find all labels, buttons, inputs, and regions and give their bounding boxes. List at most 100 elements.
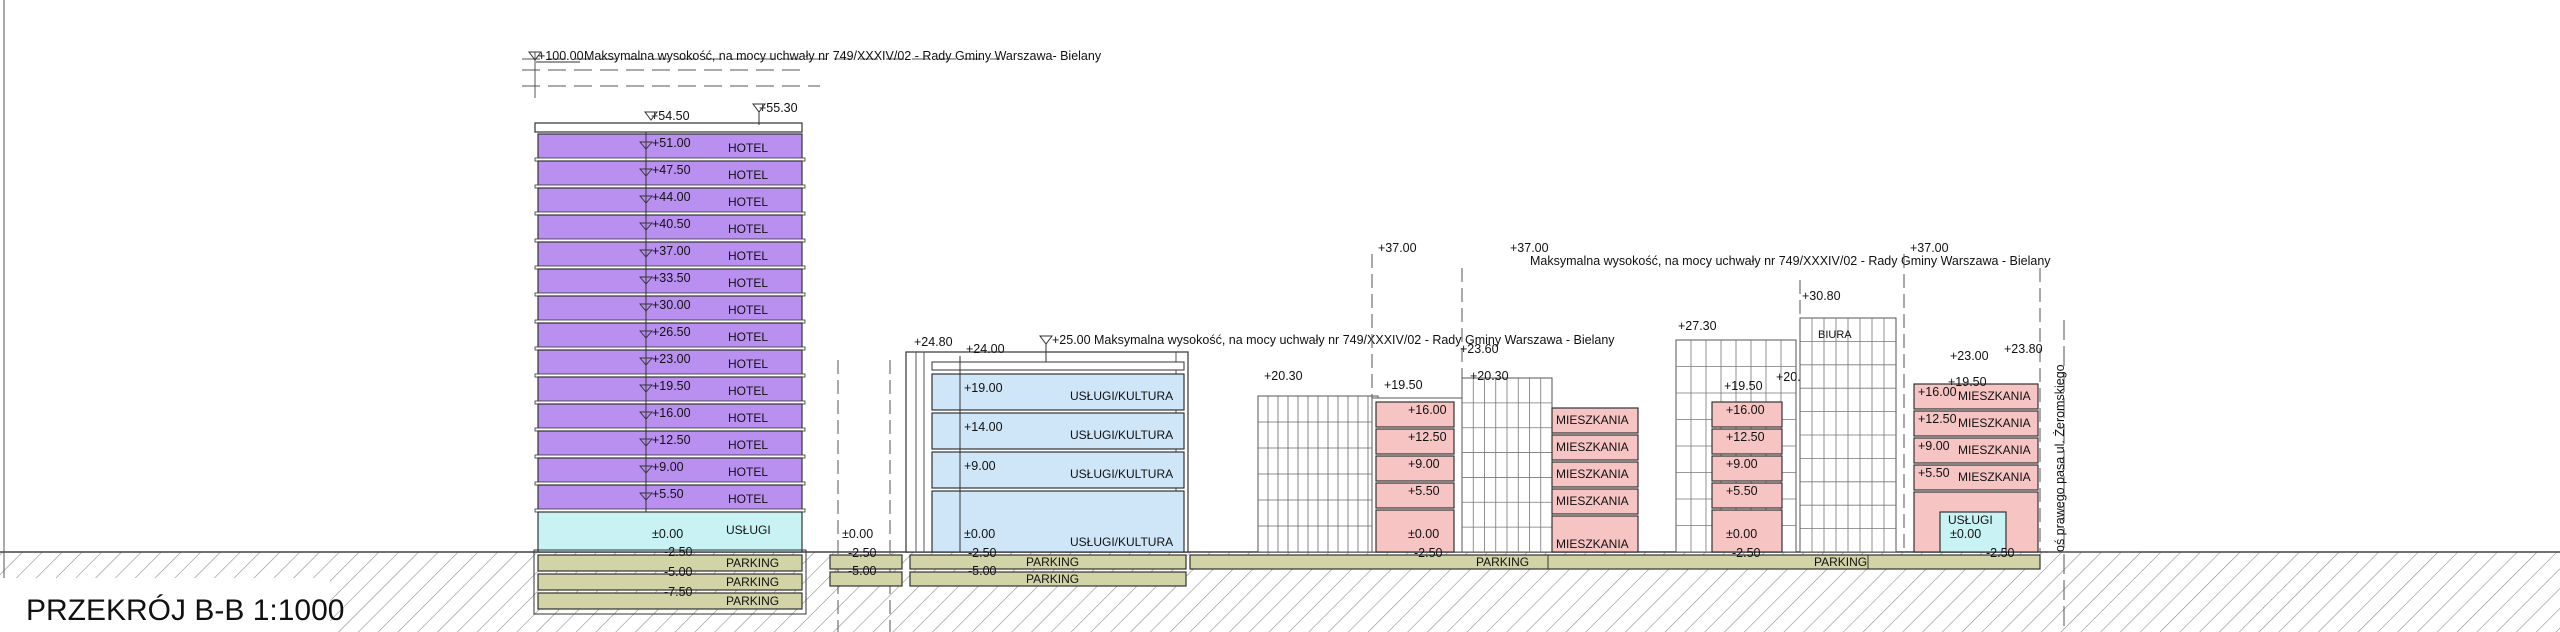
- residential-floor: [1375, 482, 1455, 509]
- hotel-floor-elevation: +9.00: [652, 460, 684, 474]
- elev-res-c-19: +19.50: [1724, 379, 1763, 393]
- note-street-axis: oś prawego pasa ul. Żeromskiego: [2053, 364, 2067, 552]
- elev-max-hotel: +100.00: [538, 49, 584, 63]
- residential-floor-label: MIESZKANIA: [1556, 494, 1629, 508]
- residential-floor-label: MIESZKANIA: [1556, 467, 1629, 481]
- label-culture-1: USŁUGI/KULTURA: [1070, 389, 1173, 403]
- hotel-floor-label: HOTEL: [728, 438, 768, 452]
- elev-res-a-p1: -2.50: [1414, 546, 1443, 560]
- parking-hotel-3: PARKING: [726, 594, 779, 608]
- elev-gap-p1: -2.50: [848, 546, 877, 560]
- residential-floor-label: MIESZKANIA: [1958, 470, 2031, 484]
- residential-floor: [1551, 488, 1639, 515]
- hotel-floor: [537, 295, 803, 322]
- elev-res-c-27: +27.30: [1678, 319, 1717, 333]
- residential-floor-elevation: +12.50: [1918, 412, 1957, 426]
- elev-hotel-p1: -2.50: [664, 545, 693, 559]
- elev-culture-9: +9.00: [964, 459, 996, 473]
- label-culture-3: USŁUGI/KULTURA: [1070, 467, 1173, 481]
- elev-gap-zero: ±0.00: [842, 527, 873, 541]
- residential-floor-label: MIESZKANIA: [1958, 443, 2031, 457]
- residential-floor-elevation: +16.00: [1726, 403, 1765, 417]
- residential-floor: [1913, 437, 2039, 464]
- parking-res-1: PARKING: [1476, 555, 1529, 569]
- hotel-floor-elevation: +40.50: [652, 217, 691, 231]
- residential-floor: [1711, 482, 1783, 509]
- residential-floor: [1551, 434, 1639, 461]
- hotel-floor: [537, 133, 803, 160]
- elev-res-e-zero: ±0.00: [1950, 527, 1981, 541]
- hotel-floor-elevation: +47.50: [652, 163, 691, 177]
- hotel-floor-label: HOTEL: [728, 141, 768, 155]
- residential-floor-elevation: +12.50: [1408, 430, 1447, 444]
- hotel-floor-elevation: +37.00: [652, 244, 691, 258]
- residential-ground-label: MIESZKANIA: [1556, 537, 1629, 551]
- elev-culture-19: +19.00: [964, 381, 1003, 395]
- residential-floor-elevation: +5.50: [1408, 484, 1440, 498]
- residential-floor-label: MIESZKANIA: [1556, 440, 1629, 454]
- elev-res-c-p1: -2.50: [1732, 546, 1761, 560]
- elev-res-a-20: +20.30: [1264, 369, 1303, 383]
- hotel-floor-label: HOTEL: [728, 357, 768, 371]
- hotel-floor: [537, 214, 803, 241]
- hotel-parking: PARKING PARKING PARKING -2.50 -5.00 -7.5…: [533, 545, 807, 615]
- hotel-floor-elevation: +33.50: [652, 271, 691, 285]
- hotel-floor-label: HOTEL: [728, 303, 768, 317]
- hotel-floor-label: HOTEL: [728, 249, 768, 263]
- residential-floor-elevation: +9.00: [1918, 439, 1950, 453]
- elev-culture-p2: -5.00: [968, 564, 997, 578]
- hotel-floor-elevation: +51.00: [652, 136, 691, 150]
- hotel-floor-label: HOTEL: [728, 384, 768, 398]
- elev-culture-roof-a: +24.80: [914, 335, 953, 349]
- hotel-floor: [537, 160, 803, 187]
- elev-hotel-parapet: +55.30: [759, 101, 798, 115]
- hotel-floor-elevation: +19.50: [652, 379, 691, 393]
- hotel-floor-label: HOTEL: [728, 276, 768, 290]
- residential-floor: [1711, 455, 1783, 482]
- elev-res-e-p1: -2.50: [1986, 546, 2015, 560]
- elev-res-e-max: +37.00: [1910, 241, 1949, 255]
- residential-floor: [1551, 461, 1639, 488]
- label-res-e-services: USŁUGI: [1948, 513, 1993, 527]
- elev-res-max-a: +37.00: [1378, 241, 1417, 255]
- elev-culture-p1: -2.50: [968, 546, 997, 560]
- hotel-floor: [537, 187, 803, 214]
- residential-floor: [1711, 428, 1783, 455]
- elev-res-d-30: +30.80: [1802, 289, 1841, 303]
- elev-res-b-20: +20.30: [1470, 369, 1509, 383]
- label-culture-4: USŁUGI/KULTURA: [1070, 535, 1173, 549]
- elev-res-e-23: +23.00: [1950, 349, 1989, 363]
- label-hotel-services: USŁUGI: [726, 523, 771, 537]
- elev-res-c-max: +37.00: [1510, 241, 1549, 255]
- residential-floor-elevation: +16.00: [1408, 403, 1447, 417]
- elev-res-c-zero: ±0.00: [1726, 527, 1757, 541]
- elev-gap-p2: -5.00: [848, 564, 877, 578]
- parking-res-2: PARKING: [1814, 555, 1867, 569]
- residential-floor: [1551, 407, 1639, 434]
- hotel-floor: [537, 241, 803, 268]
- hotel-floor-elevation: +5.50: [652, 487, 684, 501]
- elev-culture-max: +25.00: [1052, 333, 1091, 347]
- residential-floor-elevation: +12.50: [1726, 430, 1765, 444]
- elev-res-e-238: +23.80: [2004, 342, 2043, 356]
- hotel-floor-label: HOTEL: [728, 222, 768, 236]
- residential-complex: PARKING PARKING +20.30 +16.00 +12.50 +9.00…: [1189, 241, 2140, 632]
- title-box: [0, 578, 330, 632]
- hotel-floor: [537, 268, 803, 295]
- note-max-height-culture: Maksymalna wysokość, na mocy uchwały nr …: [1094, 333, 1615, 347]
- parking-hotel-2: PARKING: [726, 575, 779, 589]
- residential-floor: [1375, 428, 1455, 455]
- hotel-floor-label: HOTEL: [728, 330, 768, 344]
- residential-floor: [1913, 410, 2039, 437]
- parking-culture-2: PARKING: [1026, 572, 1079, 586]
- residential-floor-elevation: +9.00: [1408, 457, 1440, 471]
- elev-res-a-19: +19.50: [1384, 378, 1423, 392]
- residential-floor-label: MIESZKANIA: [1556, 413, 1629, 427]
- residential-floor: [1913, 464, 2039, 491]
- passage: ±0.00 -2.50 -5.00: [829, 360, 903, 632]
- residential-floor-elevation: +9.00: [1726, 457, 1758, 471]
- elev-culture-14: +14.00: [964, 420, 1003, 434]
- hotel-floor: [537, 457, 803, 484]
- residential-floor: [1711, 401, 1783, 428]
